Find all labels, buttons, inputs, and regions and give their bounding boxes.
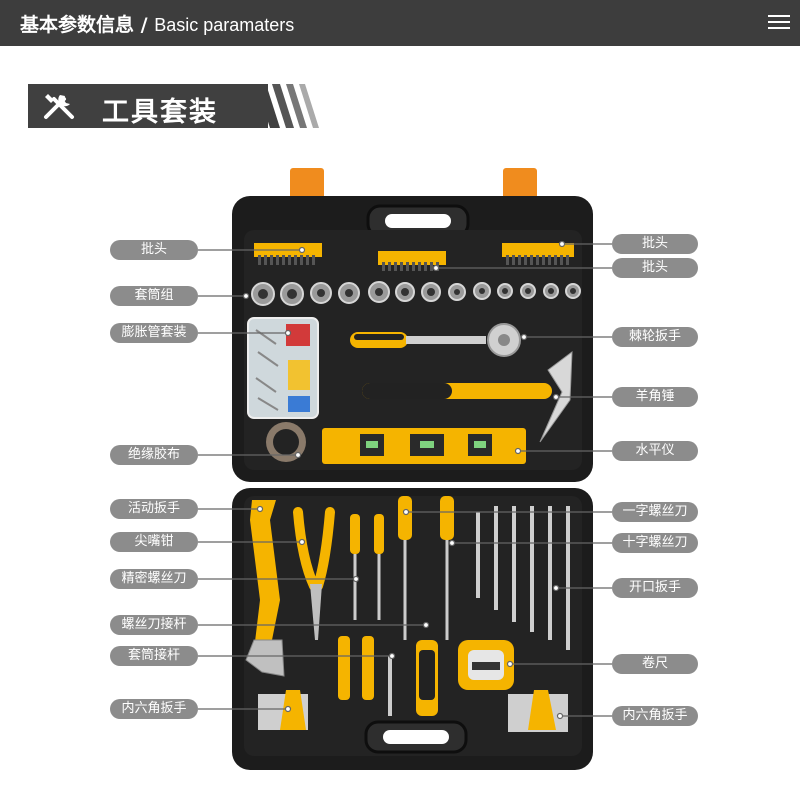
callout-bits-left: 批头	[110, 240, 198, 260]
callout-bits-right-1: 批头	[612, 234, 698, 254]
callout-hex-keys-left: 内六角扳手	[110, 699, 198, 719]
section-title: 工具套装	[102, 97, 218, 128]
ratchet-wrench	[350, 323, 521, 357]
callout-insulating-tape: 绝缘胶布	[110, 445, 198, 465]
hamburger-menu-icon[interactable]	[768, 12, 790, 32]
spirit-level	[322, 428, 526, 464]
callout-flat-screwdriver: 一字螺丝刀	[612, 502, 698, 522]
insulating-tape	[266, 422, 306, 462]
crossed-tools-icon	[44, 94, 74, 119]
hex-keys-left	[258, 690, 308, 730]
callout-combination-wrench: 开口扳手	[612, 578, 698, 598]
combination-wrenches	[476, 506, 570, 650]
callout-needle-nose-pliers: 尖嘴钳	[110, 532, 198, 552]
wall-anchor-kit	[247, 317, 319, 419]
header-separator: /	[134, 14, 155, 36]
tape-measure	[458, 640, 514, 690]
callout-claw-hammer: 羊角锤	[612, 387, 698, 407]
screwdrivers	[338, 496, 454, 716]
hex-keys-right	[508, 690, 568, 732]
bit-holder-middle	[378, 251, 446, 271]
callout-phillips-screwdriver: 十字螺丝刀	[612, 533, 698, 553]
callout-hex-keys-right: 内六角扳手	[612, 706, 698, 726]
callout-spirit-level: 水平仪	[612, 441, 698, 461]
callout-precision-screwdriver: 精密螺丝刀	[110, 569, 198, 589]
callout-tape-measure: 卷尺	[612, 654, 698, 674]
section-banner: 工具套装	[28, 84, 268, 128]
callout-adjustable-wrench: 活动扳手	[110, 499, 198, 519]
top-header-bar: 基本参数信息 / Basic paramaters	[0, 0, 800, 46]
callout-anchor-kit: 膨胀管套装	[110, 323, 198, 343]
callout-ratchet-wrench: 棘轮扳手	[612, 327, 698, 347]
callout-screwdriver-extension: 螺丝刀接杆	[110, 615, 198, 635]
callout-socket-set: 套筒组	[110, 286, 198, 306]
callout-bits-right-2: 批头	[612, 258, 698, 278]
header-title-en: Basic paramaters	[154, 15, 295, 35]
header-title: 基本参数信息 / Basic paramaters	[20, 10, 294, 37]
leader-lines	[198, 240, 612, 720]
adjustable-wrench	[245, 500, 285, 677]
needle-nose-pliers	[293, 507, 335, 640]
banner-stripes-decoration	[256, 84, 319, 128]
header-title-cn: 基本参数信息	[20, 14, 135, 36]
bit-holder-right	[502, 243, 574, 265]
callout-socket-extension: 套筒接杆	[110, 646, 198, 666]
claw-hammer	[362, 350, 573, 443]
